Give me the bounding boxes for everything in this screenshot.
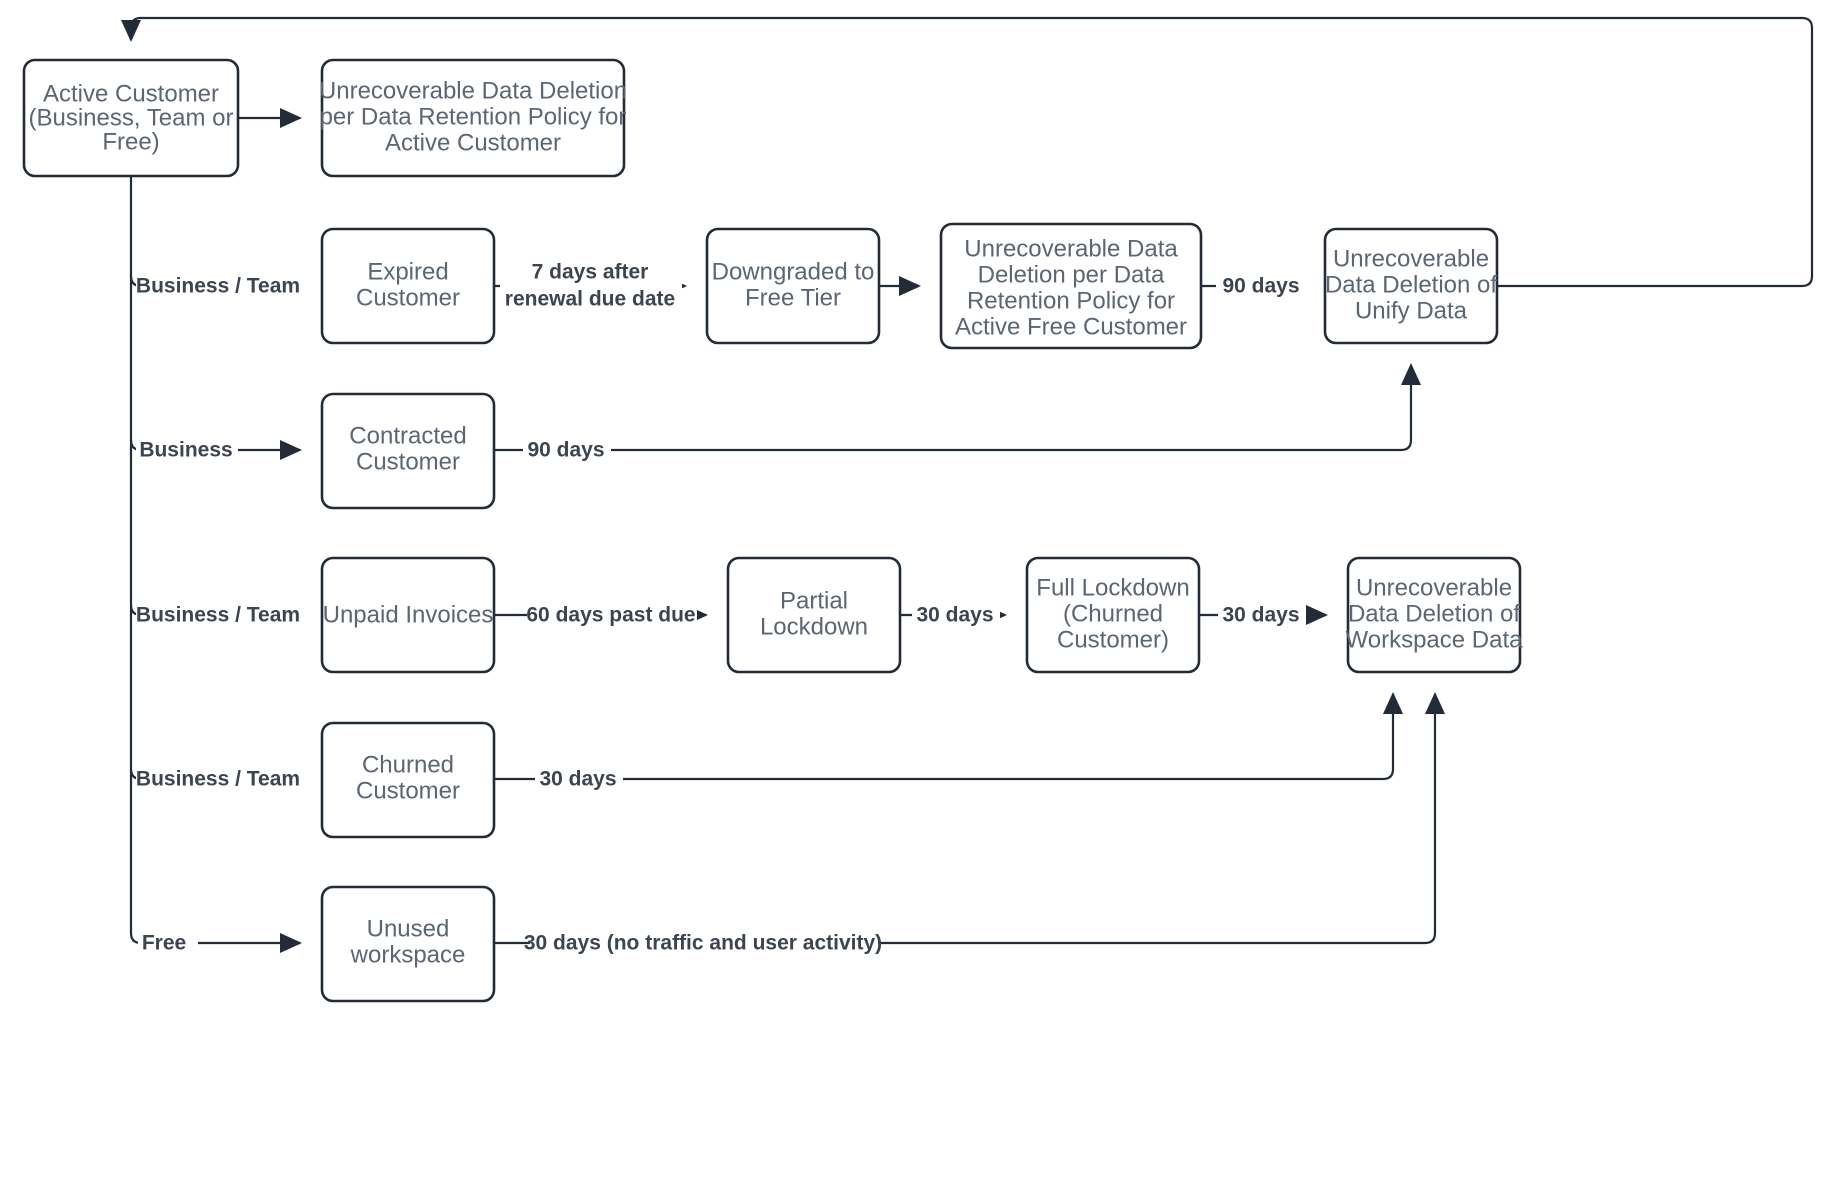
node-unpaid-invoices[interactable]: Unpaid Invoices	[320, 556, 496, 674]
node-active-customer-label-line3: Free)	[102, 128, 159, 155]
node-unrecoverable-unify-data-label-line2: Data Deletion of	[1325, 271, 1497, 298]
node-unrecoverable-workspace-data-label-line2: Data Deletion of	[1348, 600, 1520, 627]
node-unrecoverable-active-free-customer-box[interactable]	[939, 222, 1203, 350]
node-unrecoverable-active-customer-box[interactable]	[320, 58, 626, 178]
node-contracted-customer-label-line1: Contracted	[349, 422, 466, 449]
node-unrecoverable-unify-data[interactable]: Unrecoverable Data Deletion of Unify Dat…	[1323, 227, 1499, 345]
edge-label-7-days-after-renewal-line2: renewal due date	[505, 288, 675, 311]
node-churned-customer-box[interactable]	[320, 721, 496, 839]
node-downgraded-free-tier-label-line1: Downgraded to	[712, 258, 875, 285]
node-expired-customer[interactable]: Expired Customer	[320, 227, 496, 345]
node-unrecoverable-active-free-customer-label-line1: Unrecoverable Data	[964, 235, 1178, 262]
edge-churned-to-workspace-deletion	[494, 691, 1404, 781]
node-unrecoverable-unify-data-label-line1: Unrecoverable	[1333, 245, 1489, 272]
node-active-customer-box[interactable]	[22, 58, 240, 178]
node-unrecoverable-active-customer-label-line2: per Data Retention Policy for	[320, 103, 627, 130]
node-unrecoverable-active-free-customer-label-line2: Deletion per Data	[978, 261, 1165, 288]
node-unrecoverable-workspace-data-label-line3: Workspace Data	[1346, 626, 1524, 653]
edge-contracted-to-unify	[494, 362, 1422, 452]
node-full-lockdown-churned-label-line1: Full Lockdown	[1036, 574, 1189, 601]
edge-label-30-days-full-to-deletion: 30 days	[1222, 604, 1299, 627]
node-unrecoverable-workspace-data-box[interactable]	[1346, 556, 1522, 674]
node-unrecoverable-active-free-customer-label-line3: Retention Policy for	[967, 287, 1175, 314]
node-unrecoverable-workspace-data-label-line1: Unrecoverable	[1356, 574, 1512, 601]
edge-label-90-days-contracted: 90 days	[527, 439, 604, 462]
node-unpaid-invoices-box[interactable]	[320, 556, 496, 674]
edge-label-30-days-no-traffic: 30 days (no traffic and user activity)	[524, 932, 882, 955]
edge-labels-layer: Business / Team 7 days after renewal due…	[136, 255, 1308, 957]
node-unrecoverable-unify-data-box[interactable]	[1323, 227, 1499, 345]
node-full-lockdown-churned-label-line2: (Churned	[1063, 600, 1163, 627]
edge-unify-back-to-active	[120, 16, 1814, 288]
node-full-lockdown-churned-label-line3: Customer)	[1057, 626, 1169, 653]
edge-label-30-days-partial-to-full: 30 days	[916, 604, 993, 627]
node-partial-lockdown-box[interactable]	[726, 556, 902, 674]
node-downgraded-free-tier[interactable]: Downgraded to Free Tier	[705, 227, 881, 345]
node-contracted-customer-label-line2: Customer	[356, 448, 460, 475]
node-downgraded-free-tier-label-line2: Free Tier	[745, 284, 841, 311]
node-full-lockdown-churned-box[interactable]	[1025, 556, 1201, 674]
node-unused-workspace-label-line2: workspace	[350, 941, 466, 968]
node-unrecoverable-active-customer[interactable]: Unrecoverable Data Deletion per Data Ret…	[319, 58, 627, 178]
node-unused-workspace-box[interactable]	[320, 885, 496, 1003]
node-unrecoverable-active-free-customer-label-line4: Active Free Customer	[955, 313, 1187, 340]
edge-label-90-days-unify: 90 days	[1222, 275, 1299, 298]
node-partial-lockdown[interactable]: Partial Lockdown	[726, 556, 902, 674]
node-partial-lockdown-label-line1: Partial	[780, 587, 848, 614]
edge-label-7-days-after-renewal-line1: 7 days after	[532, 261, 649, 284]
node-contracted-customer[interactable]: Contracted Customer	[320, 392, 496, 510]
edge-label-free-unused: Free	[142, 932, 186, 955]
node-expired-customer-label-line2: Customer	[356, 284, 460, 311]
node-unrecoverable-workspace-data[interactable]: Unrecoverable Data Deletion of Workspace…	[1346, 556, 1524, 674]
edge-label-60-days-past-due: 60 days past due	[526, 604, 695, 627]
node-full-lockdown-churned[interactable]: Full Lockdown (Churned Customer)	[1025, 556, 1201, 674]
node-churned-customer-label-line2: Customer	[356, 777, 460, 804]
node-unpaid-invoices-label-line1: Unpaid Invoices	[323, 601, 494, 628]
edge-label-30-days-churned: 30 days	[539, 768, 616, 791]
node-downgraded-free-tier-box[interactable]	[705, 227, 881, 345]
node-expired-customer-box[interactable]	[320, 227, 496, 345]
node-unused-workspace[interactable]: Unused workspace	[320, 885, 496, 1003]
node-churned-customer[interactable]: Churned Customer	[320, 721, 496, 839]
node-active-customer-label-line1: Active Customer	[43, 80, 219, 107]
node-expired-customer-label-line1: Expired	[367, 258, 448, 285]
nodes-layer: Active Customer (Business, Team or Free)…	[22, 58, 1524, 1003]
node-partial-lockdown-label-line2: Lockdown	[760, 613, 868, 640]
node-active-customer[interactable]: Active Customer (Business, Team or Free)	[22, 58, 240, 178]
edge-unused-to-workspace-deletion	[494, 691, 1446, 945]
edge-label-business-contracted: Business	[139, 439, 232, 462]
node-unrecoverable-active-free-customer[interactable]: Unrecoverable Data Deletion per Data Ret…	[939, 222, 1203, 350]
node-unrecoverable-active-customer-label-line1: Unrecoverable Data Deletion	[319, 77, 627, 104]
node-contracted-customer-box[interactable]	[320, 392, 496, 510]
node-churned-customer-label-line1: Churned	[362, 751, 454, 778]
edge-label-business-team-churned: Business / Team	[136, 768, 300, 791]
node-unrecoverable-active-customer-label-line3: Active Customer	[385, 129, 561, 156]
node-unrecoverable-unify-data-label-line3: Unify Data	[1355, 297, 1468, 324]
node-unused-workspace-label-line1: Unused	[367, 915, 450, 942]
edge-label-business-team-unpaid: Business / Team	[136, 604, 300, 627]
edge-label-business-team-expired: Business / Team	[136, 275, 300, 298]
node-active-customer-label-line2: (Business, Team or	[29, 104, 234, 131]
